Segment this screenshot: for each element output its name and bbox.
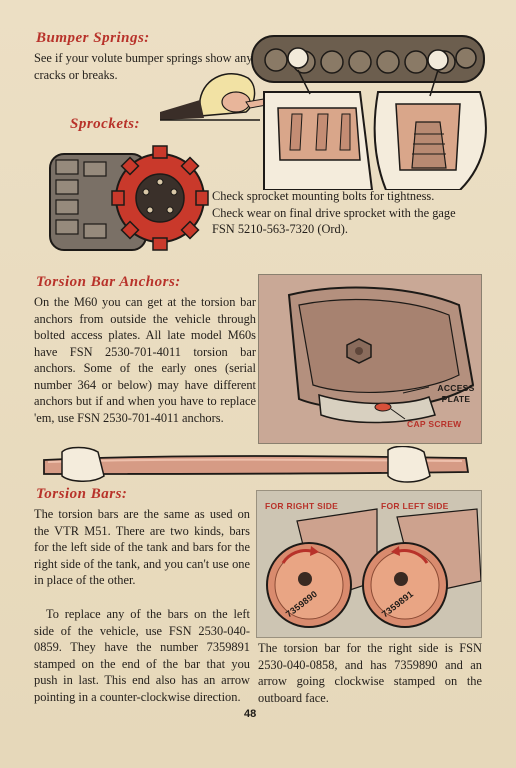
torsion-bars-ends-illustration: FOR RIGHT SIDE FOR LEFT SIDE 7359890 735… [256, 490, 482, 638]
access-plate-label: ACCESS PLATE [437, 383, 475, 404]
torsion-bar-anchors-text: On the M60 you can get at the torsion ba… [34, 295, 256, 425]
for-right-side-label: FOR RIGHT SIDE [265, 501, 339, 511]
sprockets-heading: Sprockets: [70, 116, 140, 132]
sprocket-illustration [49, 145, 209, 251]
anchor-illustration: ACCESS PLATE CAP SCREW [258, 274, 482, 444]
sprockets-text: Check sprocket mounting bolts for tightn… [212, 189, 456, 236]
cap-screw-label: CAP SCREW [407, 419, 462, 429]
torsion-bar-anchors-heading: Torsion Bar Anchors: [36, 274, 181, 290]
torsion-bars-caption: The torsion bar for the right side is FS… [258, 641, 482, 705]
torsion-bar-illustration [43, 446, 470, 483]
torsion-bars-heading: Torsion Bars: [36, 486, 128, 502]
for-left-side-label: FOR LEFT SIDE [381, 501, 449, 511]
bumper-springs-illustration [160, 35, 487, 190]
bumper-springs-text: See if your volute bumper springs show a… [34, 51, 253, 82]
bumper-springs-heading: Bumper Springs: [36, 30, 150, 46]
torsion-bars-para2: To replace any of the bars on the left s… [34, 607, 250, 704]
torsion-bars-para1: The torsion bars are the same as used on… [34, 507, 250, 587]
page-number: 48 [244, 708, 257, 720]
